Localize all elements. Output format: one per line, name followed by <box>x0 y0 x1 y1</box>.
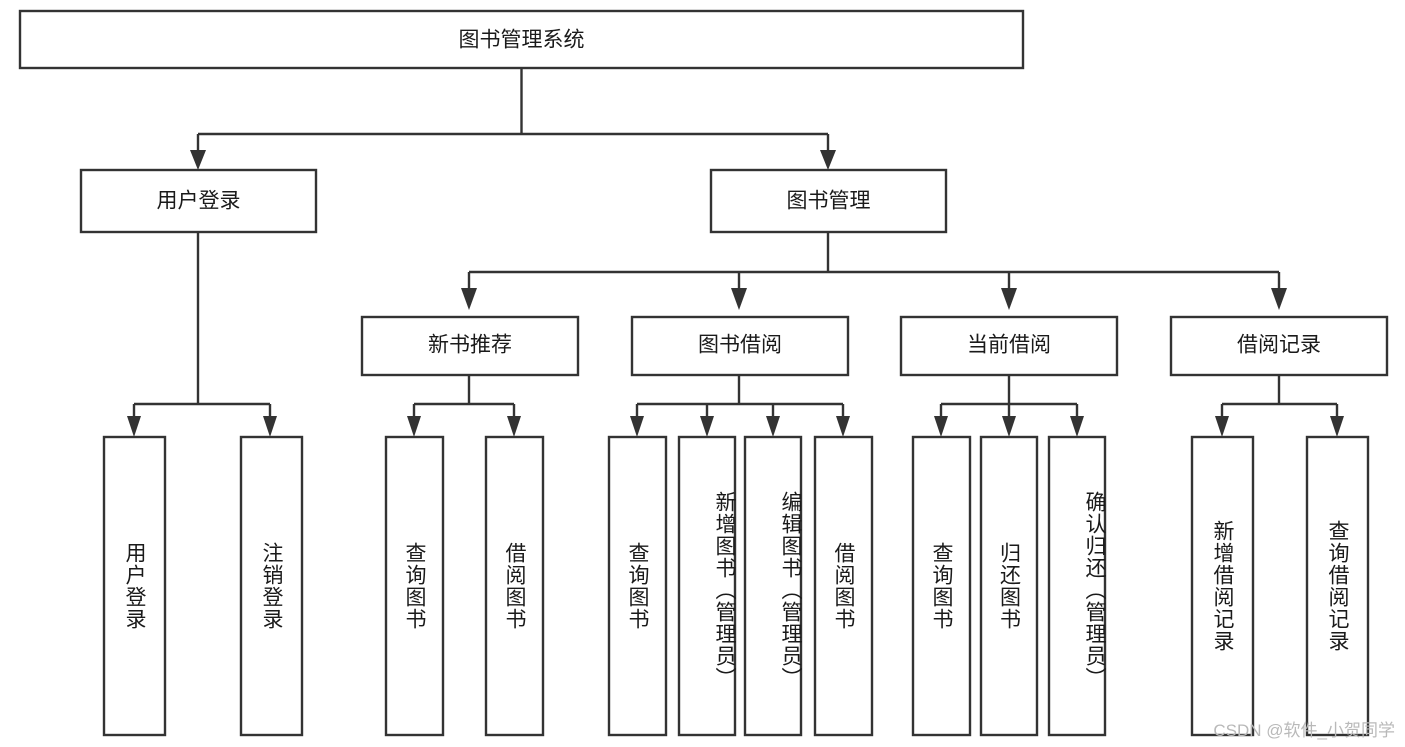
leaf-node-rects <box>102 435 1370 737</box>
node-borrow-record[interactable]: 借阅记录 <box>1169 315 1389 377</box>
node-current-borrow-label: 当前借阅 <box>967 334 1051 357</box>
node-root-label: 图书管理系统 <box>459 29 585 52</box>
leaf-rect-query-book-b[interactable] <box>607 435 668 737</box>
leaf-rect-borrow-book-a[interactable] <box>484 435 545 737</box>
connector-level1-to-level2 <box>461 232 1287 310</box>
node-current-borrow[interactable]: 当前借阅 <box>899 315 1119 377</box>
leaf-rect-return-book[interactable] <box>979 435 1039 737</box>
leaf-rect-borrow-book-b[interactable] <box>813 435 874 737</box>
connector-new-book-to-leaves <box>407 375 521 437</box>
leaf-rect-user-login[interactable] <box>102 435 167 737</box>
node-book-borrow[interactable]: 图书借阅 <box>630 315 850 377</box>
leaf-rect-add-record[interactable] <box>1190 435 1255 737</box>
node-user-login-label: 用户登录 <box>157 190 241 213</box>
node-borrow-record-label: 借阅记录 <box>1237 334 1321 357</box>
leaf-rect-logout[interactable] <box>239 435 304 737</box>
leaf-rect-query-book-c[interactable] <box>911 435 972 737</box>
leaf-rect-confirm-return[interactable] <box>1047 435 1107 737</box>
node-user-login[interactable]: 用户登录 <box>79 168 318 234</box>
watermark: CSDN @软件_小贺同学 <box>1213 721 1395 740</box>
node-book-management[interactable]: 图书管理 <box>709 168 948 234</box>
connector-current-borrow-to-leaves <box>934 375 1084 437</box>
leaf-rect-edit-book-admin[interactable] <box>743 435 803 737</box>
node-book-borrow-label: 图书借阅 <box>698 334 782 357</box>
node-book-management-label: 图书管理 <box>787 190 871 213</box>
leaf-rect-query-record[interactable] <box>1305 435 1370 737</box>
connector-borrow-record-to-leaves <box>1215 375 1344 437</box>
leaf-rect-query-book-a[interactable] <box>384 435 445 737</box>
leaf-rect-add-book-admin[interactable] <box>677 435 737 737</box>
connector-root-to-level1 <box>190 68 836 170</box>
connector-book-borrow-to-leaves <box>630 375 850 437</box>
node-new-book-recommend-label: 新书推荐 <box>428 334 512 357</box>
node-new-book-recommend[interactable]: 新书推荐 <box>360 315 580 377</box>
connector-user-login-to-leaves <box>127 232 277 437</box>
node-root[interactable]: 图书管理系统 <box>18 9 1025 70</box>
